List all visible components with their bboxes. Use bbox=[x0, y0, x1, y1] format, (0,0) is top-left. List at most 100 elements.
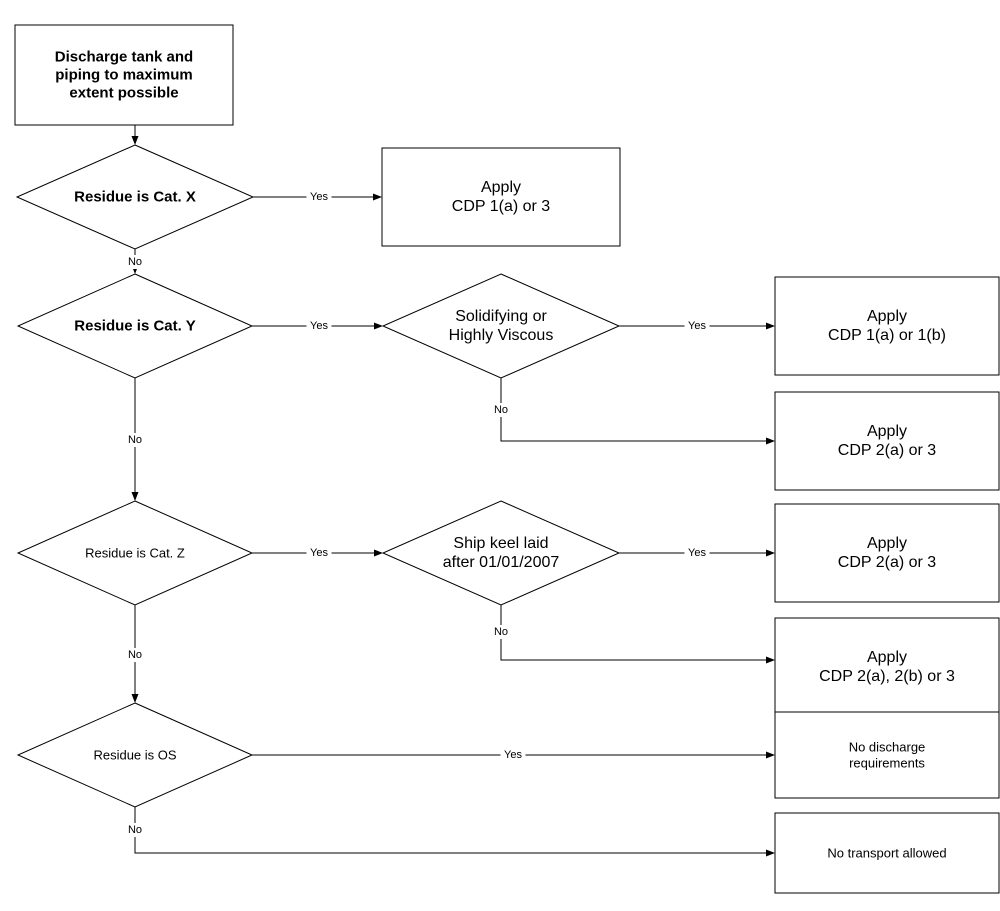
edge-label: No bbox=[494, 626, 508, 638]
node-label: Solidifying or bbox=[455, 308, 547, 325]
edge-label-background bbox=[126, 255, 144, 269]
arrow-head bbox=[374, 322, 383, 330]
edge-d_z-to-d_keel: Yes bbox=[252, 546, 383, 560]
connector-line bbox=[500, 605, 766, 661]
edge-d_y-to-d_visc: Yes bbox=[252, 319, 383, 333]
process-box bbox=[774, 503, 1000, 603]
edge-label-background bbox=[684, 546, 710, 560]
decision-diamond bbox=[15, 144, 255, 250]
edge-d_os-to-p_os: Yes bbox=[252, 748, 775, 762]
process-node-p_none: No transport allowed bbox=[774, 812, 1000, 894]
decision-node-d_x: Residue is Cat. X bbox=[15, 144, 255, 250]
edge-start-to-d_x bbox=[131, 125, 139, 145]
process-box bbox=[381, 147, 621, 247]
node-label: CDP 2(a), 2(b) or 3 bbox=[819, 668, 955, 685]
decision-diamond bbox=[16, 273, 254, 379]
edge-label-background bbox=[500, 748, 526, 762]
edge-label: No bbox=[128, 256, 142, 268]
edge-label-background bbox=[306, 319, 332, 333]
process-box bbox=[14, 24, 234, 126]
decision-node-d_visc: Solidifying or Highly Viscous bbox=[381, 273, 621, 379]
node-label: No transport allowed bbox=[827, 846, 946, 861]
edge-label: No bbox=[494, 404, 508, 416]
edge-label: Yes bbox=[310, 320, 328, 332]
edge-label: Yes bbox=[504, 749, 522, 761]
arrow-head bbox=[373, 193, 382, 201]
node-label: CDP 1(a) or 1(b) bbox=[828, 327, 946, 344]
node-label: extent possible bbox=[69, 85, 178, 102]
edge-d_x-to-p_x: Yes bbox=[253, 190, 382, 204]
edge-d_keel-to-p_z2: No bbox=[492, 605, 775, 664]
edge-label: Yes bbox=[310, 547, 328, 559]
arrow-head bbox=[131, 694, 139, 703]
decision-diamond bbox=[381, 500, 621, 606]
arrow-head bbox=[766, 322, 775, 330]
node-label: Apply bbox=[867, 308, 907, 325]
process-box bbox=[774, 391, 1000, 491]
edge-label-background bbox=[684, 319, 710, 333]
edge-label: Yes bbox=[310, 191, 328, 203]
node-label: Apply bbox=[867, 649, 907, 666]
edge-label: No bbox=[128, 649, 142, 661]
edge-label-background bbox=[492, 625, 510, 639]
edge-label: No bbox=[128, 824, 142, 836]
process-box bbox=[774, 812, 1000, 894]
arrow-head bbox=[766, 549, 775, 557]
node-label: Discharge tank and bbox=[55, 49, 193, 66]
edge-d_x-to-d_y: No bbox=[126, 249, 144, 274]
connector-line bbox=[134, 807, 766, 854]
arrow-head bbox=[374, 549, 383, 557]
edge-d_keel-to-p_z1: Yes bbox=[619, 546, 775, 560]
edge-label: No bbox=[128, 434, 142, 446]
node-label: Residue is Cat. Y bbox=[74, 318, 195, 335]
node-label: Apply bbox=[867, 423, 907, 440]
node-label: CDP 2(a) or 3 bbox=[838, 442, 937, 459]
decision-node-d_z: Residue is Cat. Z bbox=[16, 500, 254, 606]
arrow-head bbox=[131, 492, 139, 501]
edge-d_os-to-p_none: No bbox=[126, 807, 775, 857]
edge-label: Yes bbox=[688, 547, 706, 559]
edge-label-background bbox=[126, 433, 144, 447]
connector-line bbox=[500, 378, 766, 442]
node-label: Apply bbox=[481, 179, 521, 196]
process-box bbox=[774, 617, 1000, 717]
process-box bbox=[774, 276, 1000, 376]
node-label: No discharge bbox=[849, 740, 926, 755]
arrow-head bbox=[766, 656, 775, 664]
node-label: Residue is Cat. Z bbox=[85, 546, 185, 561]
edge-d_y-to-d_z: No bbox=[126, 378, 144, 501]
node-label: Apply bbox=[867, 535, 907, 552]
edge-label-background bbox=[306, 546, 332, 560]
edge-label-background bbox=[126, 823, 144, 837]
node-label: Ship keel laid bbox=[453, 535, 548, 552]
edge-label-background bbox=[126, 648, 144, 662]
node-label: CDP 1(a) or 3 bbox=[452, 198, 551, 215]
edge-label: Yes bbox=[688, 320, 706, 332]
arrow-head bbox=[131, 136, 139, 145]
edge-d_visc-to-p_y2: No bbox=[492, 378, 775, 445]
decision-node-d_y: Residue is Cat. Y bbox=[16, 273, 254, 379]
node-label: CDP 2(a) or 3 bbox=[838, 554, 937, 571]
node-label: Residue is Cat. X bbox=[74, 189, 196, 206]
edge-d_visc-to-p_y1: Yes bbox=[619, 319, 775, 333]
arrow-head bbox=[766, 849, 775, 857]
edge-d_z-to-d_os: No bbox=[126, 605, 144, 703]
node-label: Highly Viscous bbox=[449, 327, 554, 344]
process-box bbox=[774, 711, 1000, 799]
decision-diamond bbox=[16, 500, 254, 606]
arrow-head bbox=[766, 751, 775, 759]
node-label: piping to maximum bbox=[55, 67, 193, 84]
decision-diamond bbox=[16, 702, 254, 808]
edge-label-background bbox=[492, 403, 510, 417]
decision-diamond bbox=[381, 273, 621, 379]
